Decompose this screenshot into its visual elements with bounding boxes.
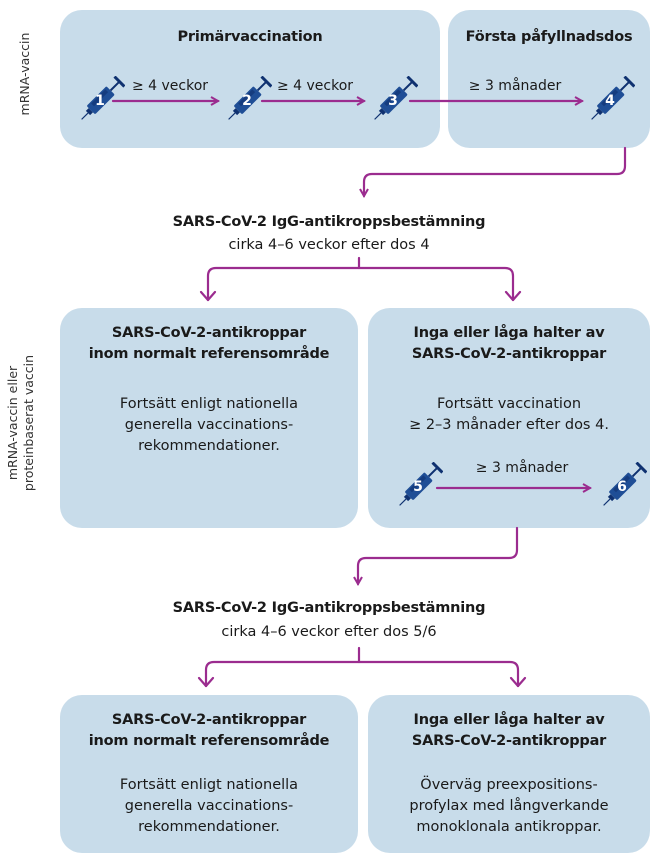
dose-number: 4 <box>605 93 615 109</box>
primary-vaccination-title: Primärvaccination <box>177 29 323 45</box>
dose-number: 2 <box>242 93 252 109</box>
antibody-test-title-2: SARS-CoV-2 IgG-antikroppsbestämning <box>172 600 486 616</box>
result-low-box-1: Inga eller låga halter av SARS-CoV-2-ant… <box>368 308 650 528</box>
first-booster-title: Första påfyllnadsdos <box>465 29 633 45</box>
dose-number: 3 <box>388 93 398 109</box>
arrow-split-1-left <box>206 266 515 302</box>
result-low-box-2: Inga eller låga halter av SARS-CoV-2-ant… <box>368 695 650 853</box>
result-normal-title-1: SARS-CoV-2-antikroppar inom normalt refe… <box>88 325 330 362</box>
antibody-test-subtitle-1: cirka 4–6 veckor efter dos 4 <box>228 237 430 253</box>
first-booster-box: Första påfyllnadsdos <box>448 10 650 148</box>
arrow-to-test-2 <box>358 526 519 584</box>
interval-label-d2-d3: ≥ 4 veckor <box>276 78 354 94</box>
interval-label-d5-d6: ≥ 3 månader <box>475 460 569 476</box>
dose-number: 6 <box>617 479 627 495</box>
interval-label-d3-d4: ≥ 3 månader <box>468 78 562 94</box>
interval-label-d1-d2: ≥ 4 veckor <box>131 78 209 94</box>
syringe-icon: 3 <box>368 76 418 126</box>
dose-number: 1 <box>95 93 105 109</box>
result-low-body-1: Fortsätt vaccination ≥ 2–3 månader efter… <box>409 396 609 433</box>
result-low-body-2: Överväg preexpositions- profylax med lån… <box>409 777 609 835</box>
syringe-icon: 1 <box>75 76 125 126</box>
result-normal-box-2: SARS-CoV-2-antikroppar inom normalt refe… <box>60 695 358 853</box>
primary-vaccination-box: Primärvaccination <box>60 10 440 148</box>
dose-number: 5 <box>413 479 423 495</box>
result-low-title-2: Inga eller låga halter av SARS-CoV-2-ant… <box>411 712 607 749</box>
antibody-test-subtitle-2: cirka 4–6 veckor efter dos 5/6 <box>221 624 437 640</box>
result-normal-body-1: Fortsätt enligt nationella generella vac… <box>119 396 299 454</box>
result-low-title-1: Inga eller låga halter av SARS-CoV-2-ant… <box>411 325 607 362</box>
result-normal-body-2: Fortsätt enligt nationella generella vac… <box>119 777 299 835</box>
antibody-test-title-1: SARS-CoV-2 IgG-antikroppsbestämning <box>172 214 486 230</box>
syringe-icon: 6 <box>597 462 647 512</box>
result-normal-title-2: SARS-CoV-2-antikroppar inom normalt refe… <box>88 712 330 749</box>
arrow-to-test-1 <box>364 146 627 196</box>
result-normal-box-1: SARS-CoV-2-antikroppar inom normalt refe… <box>60 308 358 528</box>
syringe-icon: 2 <box>222 76 272 126</box>
syringe-icon: 5 <box>393 462 443 512</box>
arrow-split-2 <box>204 660 520 688</box>
syringe-icon: 4 <box>585 76 635 126</box>
